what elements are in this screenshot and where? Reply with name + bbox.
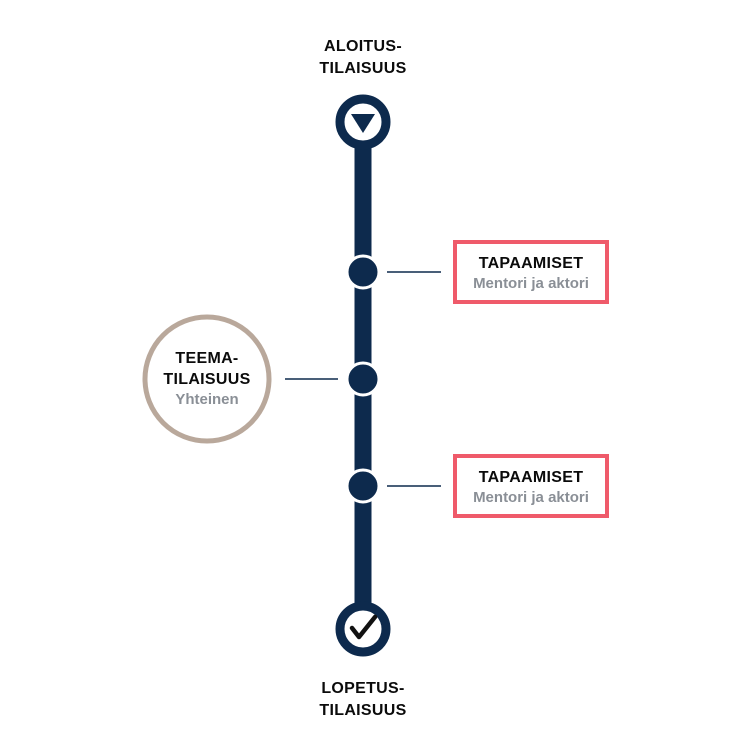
meeting-box-2-subtitle: Mentori ja aktori bbox=[473, 489, 589, 506]
milestone-dot-meeting-1 bbox=[345, 254, 381, 290]
meeting-box-2: TAPAAMISET Mentori ja aktori bbox=[453, 454, 609, 518]
down-triangle-icon bbox=[351, 114, 375, 133]
end-event-label: LOPETUS- TILAISUUS bbox=[300, 678, 426, 722]
theme-event-circle bbox=[142, 314, 272, 444]
end-event-label-line2: TILAISUUS bbox=[319, 702, 407, 719]
checkmark-icon bbox=[349, 614, 378, 640]
theme-event-label-line1: TEEMA- bbox=[175, 350, 239, 367]
theme-event-subtitle: Yhteinen bbox=[175, 391, 239, 408]
start-event-label-line2: TILAISUUS bbox=[319, 60, 407, 77]
meeting-box-1-title: TAPAAMISET bbox=[478, 255, 584, 272]
start-event-label-line1: ALOITUS- bbox=[324, 38, 402, 55]
meeting-box-1: TAPAAMISET Mentori ja aktori bbox=[453, 240, 609, 304]
milestone-dot-theme-event bbox=[345, 361, 381, 397]
meeting-box-1-subtitle: Mentori ja aktori bbox=[473, 275, 589, 292]
theme-event-label-line2: TILAISUUS bbox=[163, 371, 251, 388]
meeting-box-2-title: TAPAAMISET bbox=[478, 469, 584, 486]
milestone-dot-meeting-2 bbox=[345, 468, 381, 504]
theme-event-label: TEEMA- TILAISUUS Yhteinen bbox=[147, 348, 267, 410]
end-event-label-line1: LOPETUS- bbox=[321, 680, 405, 697]
start-event-label: ALOITUS- TILAISUUS bbox=[300, 36, 426, 80]
